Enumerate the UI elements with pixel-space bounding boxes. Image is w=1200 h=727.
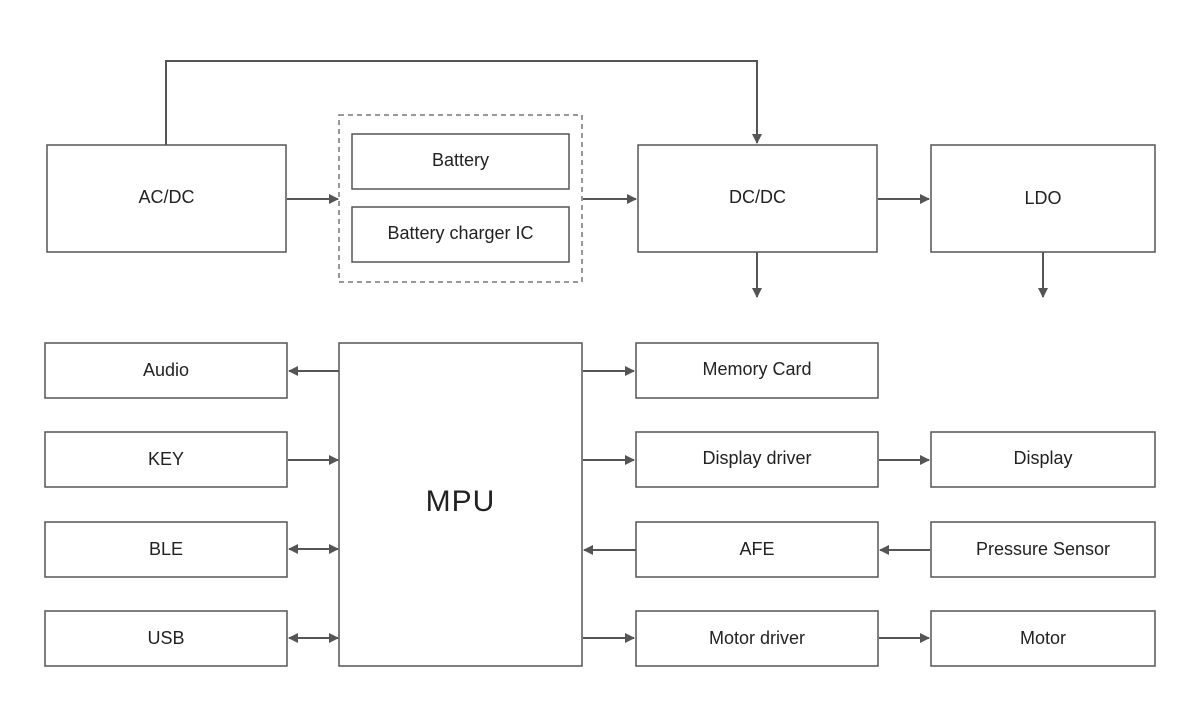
motor-block: Motor — [930, 610, 1156, 667]
motor-driver-label: Motor driver — [709, 628, 805, 648]
display-driver-block: Display driver — [635, 431, 879, 488]
motor-label: Motor — [1020, 628, 1066, 648]
key-block: KEY — [44, 431, 288, 488]
mpu-label: MPU — [426, 485, 496, 518]
pressure-sensor-block: Pressure Sensor — [930, 521, 1156, 578]
acdc-to-dcdc-bypass-line — [165, 60, 762, 145]
motor-driver-block: Motor driver — [635, 610, 879, 667]
afe-block: AFE — [635, 521, 879, 578]
ble-block: BLE — [44, 521, 288, 578]
dcdc-label: DC/DC — [729, 187, 786, 207]
memory-card-block: Memory Card — [635, 342, 879, 399]
dcdc-block: DC/DC — [637, 144, 878, 253]
ble-label: BLE — [149, 539, 183, 559]
pressure-sensor-label: Pressure Sensor — [976, 539, 1110, 559]
audio-label: Audio — [143, 360, 189, 380]
ldo-label: LDO — [1024, 188, 1061, 208]
memory-card-label: Memory Card — [702, 359, 811, 379]
display-block: Display — [930, 431, 1156, 488]
ldo-block: LDO — [930, 144, 1156, 253]
mpu-block: MPU — [338, 342, 583, 667]
acdc-block: AC/DC — [46, 144, 287, 253]
charger-block: Battery charger IC — [351, 206, 570, 263]
display-label: Display — [1013, 448, 1072, 468]
battery-group — [338, 114, 583, 283]
afe-label: AFE — [739, 539, 774, 559]
display-driver-label: Display driver — [702, 448, 811, 468]
charger-label: Battery charger IC — [387, 223, 533, 243]
key-label: KEY — [148, 449, 184, 469]
battery-block: Battery — [351, 133, 570, 190]
acdc-label: AC/DC — [138, 187, 194, 207]
audio-block: Audio — [44, 342, 288, 399]
battery-label: Battery — [432, 150, 489, 170]
connectors — [165, 60, 1048, 643]
usb-label: USB — [147, 628, 184, 648]
usb-block: USB — [44, 610, 288, 667]
